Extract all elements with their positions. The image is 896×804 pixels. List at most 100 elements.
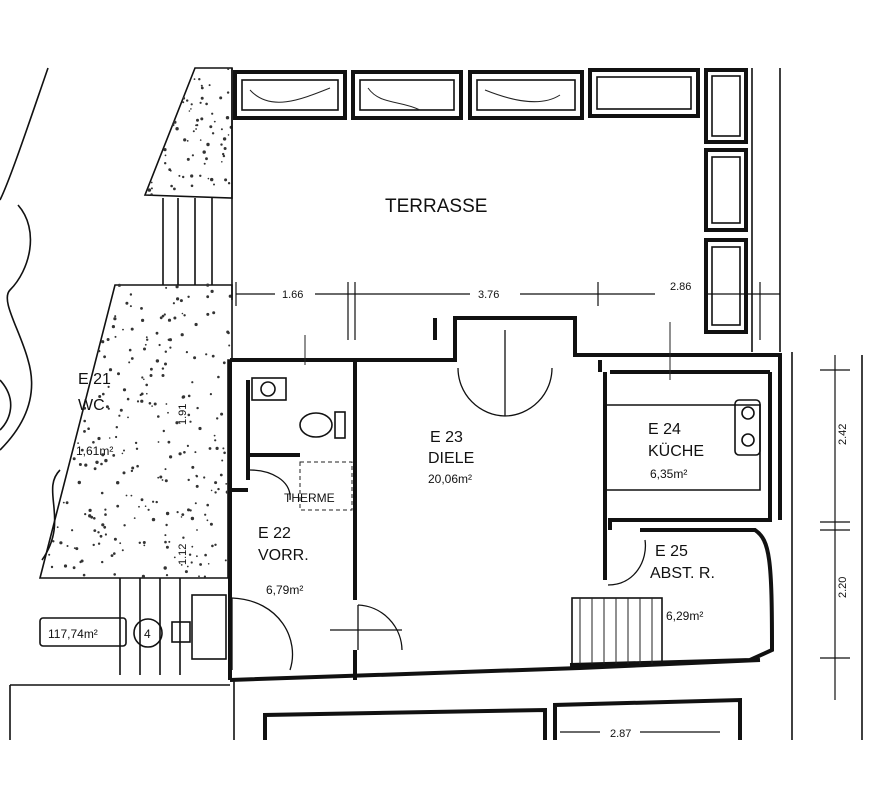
stipple-dot <box>213 120 216 123</box>
stipple-dot <box>203 162 206 165</box>
stipple-dot <box>228 344 231 347</box>
stipple-dot <box>190 516 195 521</box>
stipple-dot <box>95 460 99 464</box>
dim-wc-height: 1.12 <box>177 544 189 565</box>
stipple-dot <box>227 134 230 136</box>
label-e25-code: E 25 <box>655 543 688 560</box>
stipple-dot <box>113 573 116 576</box>
stipple-dot <box>126 397 130 401</box>
stipple-dot <box>161 479 164 481</box>
stipple-dot <box>72 566 76 570</box>
stipple-dot <box>176 297 180 301</box>
stipple-dot <box>172 123 175 127</box>
stipple-dot <box>190 108 192 110</box>
stipple-dot <box>195 128 198 130</box>
stipple-dot <box>119 408 123 412</box>
stipple-dot <box>223 147 227 150</box>
stipple-dot <box>129 293 133 296</box>
stipple-dot <box>138 541 141 544</box>
stipple-dot <box>179 299 183 303</box>
stipple-dot <box>169 346 172 349</box>
stipple-dot <box>77 480 82 485</box>
stipple-dot <box>196 555 198 558</box>
stipple-dot <box>188 110 191 112</box>
stipple-dot <box>204 553 207 557</box>
stipple-dot <box>117 283 121 287</box>
stipple-dot <box>170 184 173 188</box>
stipple-dot <box>199 563 203 566</box>
stipple-dot <box>100 491 104 495</box>
stipple-dot <box>196 529 198 531</box>
stipple-dot <box>165 574 169 577</box>
stipple-dot <box>195 484 199 488</box>
stipple-dot <box>141 574 145 579</box>
stipple-dot <box>211 132 215 135</box>
stipple-dot <box>222 152 225 156</box>
stipple-dot <box>63 564 68 568</box>
stipple-dot <box>194 322 198 327</box>
stipple-dot <box>115 426 119 429</box>
stipple-dot <box>190 174 194 178</box>
stipple-dot <box>190 184 194 188</box>
stipple-dot <box>225 116 230 120</box>
stipple-dot <box>152 500 155 503</box>
stipple-dot <box>121 452 124 455</box>
stipple-dot <box>187 394 191 398</box>
label-e23-name: DIELE <box>428 450 474 467</box>
stipple-dot <box>159 316 163 320</box>
stipple-dot <box>111 325 115 329</box>
label-therme: THERME <box>284 491 335 505</box>
stipple-dot <box>168 338 172 342</box>
stipple-dot <box>215 446 219 450</box>
stipple-dot <box>164 154 167 157</box>
stipple-dot <box>130 494 133 497</box>
stipple-dot <box>157 415 160 418</box>
stipple-dot <box>136 400 140 403</box>
stipple-dot <box>183 451 186 454</box>
stipple-dot <box>122 388 127 392</box>
label-e21-name: WC <box>78 397 105 414</box>
stipple-dot <box>189 420 192 423</box>
stipple-dot <box>128 348 132 352</box>
stipple-dot <box>122 328 124 331</box>
lower-section <box>9 680 742 740</box>
stipple-dot <box>161 314 165 318</box>
stipple-dot <box>173 316 177 320</box>
unit-area-tag <box>39 617 127 647</box>
stipple-dot <box>205 157 208 161</box>
stipple-dot <box>119 542 122 545</box>
stipple-dot <box>210 177 214 182</box>
stipple-dot <box>161 374 165 377</box>
stipple-dot <box>83 406 87 410</box>
label-e24-code: E 24 <box>648 421 681 438</box>
stipple-dot <box>48 553 51 556</box>
stipple-dot <box>127 416 129 419</box>
stipple-dot <box>173 120 177 124</box>
stipple-dot <box>220 143 223 146</box>
stipple-dot <box>104 458 108 463</box>
unit-number-marker <box>133 618 163 648</box>
stipple-dot <box>194 502 197 505</box>
dim-right-upper: 2.42 <box>837 424 849 445</box>
stipple-dot <box>106 338 110 341</box>
stipple-dot <box>125 301 129 305</box>
stipple-dot <box>117 372 120 376</box>
stipple-dot <box>77 442 79 444</box>
stipple-dot <box>148 402 152 405</box>
stipple-dot <box>182 536 185 539</box>
stipple-dot <box>210 289 214 293</box>
stipple-dot <box>116 504 120 508</box>
stipple-dot <box>181 312 184 315</box>
stipple-dot <box>136 464 139 468</box>
stipple-dot <box>73 547 76 549</box>
stipple-dot <box>121 549 124 552</box>
stipple-dot <box>163 313 166 316</box>
stipple-dot <box>192 130 195 133</box>
stipple-dot <box>214 481 218 485</box>
kitchen-fixtures <box>669 322 761 456</box>
stipple-dot <box>140 399 144 403</box>
stipple-dot <box>212 311 216 315</box>
stipple-dot <box>143 347 146 351</box>
stipple-dot <box>198 575 200 578</box>
stipple-dot <box>186 157 190 161</box>
